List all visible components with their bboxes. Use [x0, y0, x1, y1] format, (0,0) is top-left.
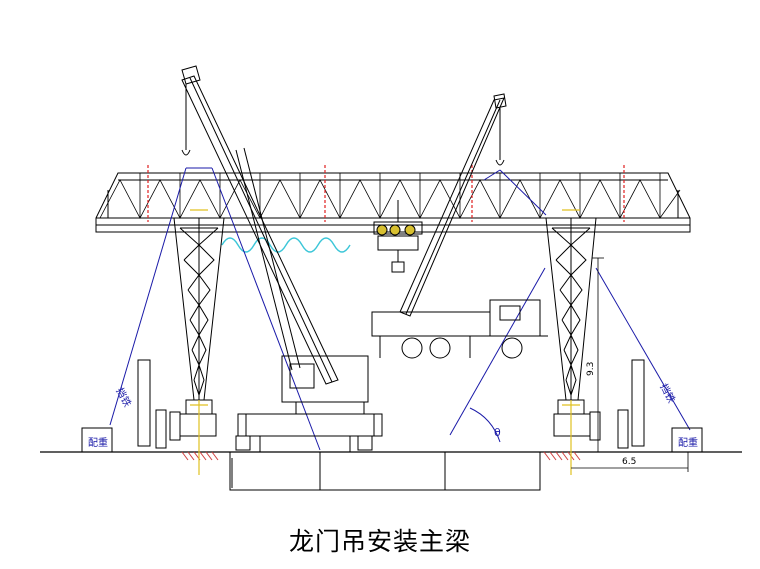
diagram-caption: 龙门吊安装主梁 — [288, 527, 471, 556]
right-leg — [545, 217, 601, 452]
main-girder — [95, 172, 691, 233]
left-counterweight — [81, 359, 167, 453]
left-leg-markers — [190, 209, 208, 475]
right-leg-markers — [562, 209, 580, 475]
foundation-pit — [229, 452, 541, 491]
angle-arc — [469, 407, 501, 443]
girder-red-markers — [147, 165, 625, 222]
right-counterweight — [617, 359, 703, 453]
counterweight-right-label: 配重 — [678, 436, 698, 449]
angle-label: θ — [494, 426, 501, 439]
crawler-crane — [181, 65, 383, 452]
dim-width-label: 6.5 — [622, 457, 636, 467]
guy-wires — [109, 167, 691, 451]
hoist-trolley — [373, 200, 423, 273]
dimension-width — [571, 452, 689, 472]
left-leg — [169, 217, 225, 452]
counterweight-left-label: 配重 — [88, 436, 108, 449]
cable-wave — [221, 237, 351, 253]
dimension-height — [592, 257, 604, 452]
ground-hatch-right — [543, 451, 581, 461]
stop-right-label: 挡铁 — [657, 381, 678, 405]
stop-left-label: 挡铁 — [113, 385, 134, 409]
dim-height-label: 9.3 — [586, 362, 596, 376]
truck-crane — [371, 93, 548, 359]
ground-hatch-left — [181, 451, 219, 461]
